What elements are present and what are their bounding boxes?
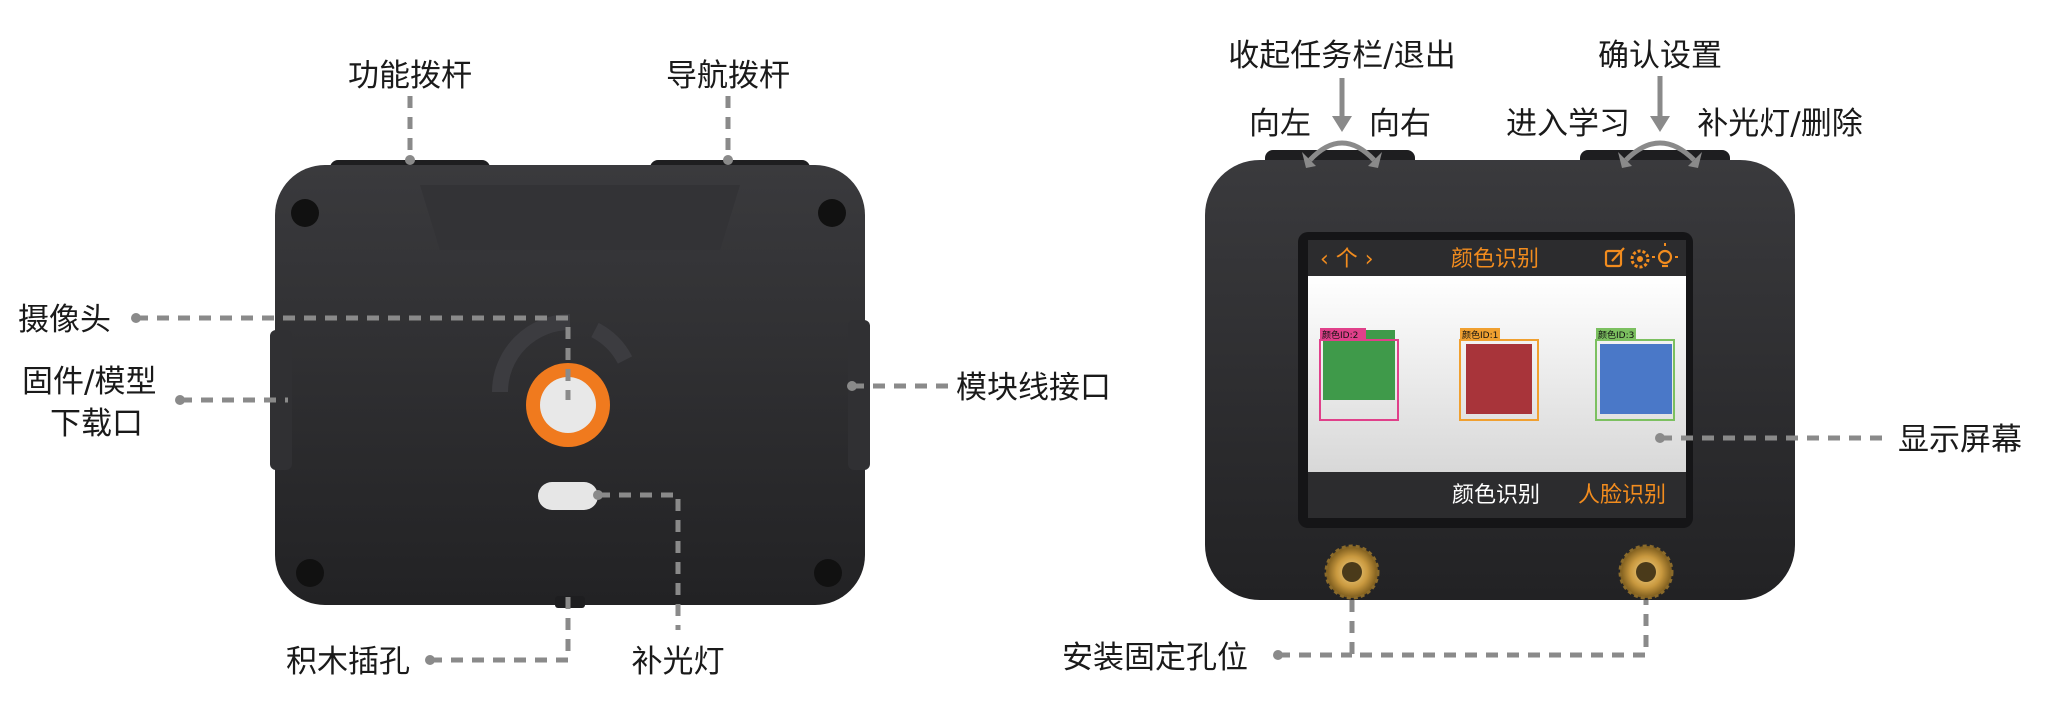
box-tag: 颜色ID:1 (1462, 329, 1498, 341)
light-bulb-icon (1652, 243, 1678, 268)
screw (291, 199, 319, 227)
detection-box: 颜色ID:2 (1319, 328, 1399, 421)
label-fill-light-back: 补光灯 (632, 644, 725, 680)
screen-nav-glyph: ‹ 个 › (1320, 247, 1374, 272)
label-left: 向左 (1249, 106, 1311, 142)
box-tag: 颜色ID:3 (1598, 329, 1634, 341)
screw (818, 199, 846, 227)
label-nav-lever: 导航拨杆 (666, 58, 790, 94)
gear-icon (1630, 249, 1650, 269)
camera-lens (540, 377, 596, 433)
device-back (270, 160, 870, 608)
detection-box: 颜色ID:3 (1595, 328, 1675, 421)
label-confirm-settings: 确认设置 (1598, 38, 1722, 74)
mount-nut (1618, 544, 1674, 600)
label-camera: 摄像头 (18, 302, 111, 338)
label-module-port: 模块线接口 (956, 370, 1111, 406)
label-display: 显示屏幕 (1898, 422, 2022, 458)
screen-title: 颜色识别 (1451, 247, 1539, 272)
screen-top-bar (1308, 240, 1686, 276)
screw (814, 559, 842, 587)
box-tag: 颜色ID:2 (1322, 329, 1358, 341)
label-block-hole: 积木插孔 (286, 644, 410, 680)
screen-bottom-bar (1308, 472, 1686, 518)
edit-icon (1604, 247, 1625, 268)
detection-box: 颜色ID:1 (1459, 328, 1539, 421)
screen-bottom-right: 人脸识别 (1578, 483, 1666, 508)
label-fill-light-delete: 补光灯/删除 (1697, 106, 1862, 142)
labels: 功能拨杆 导航拨杆 摄像头 固件/模型 下载口 模块线接口 积木插孔 补光灯 收… (18, 38, 2022, 680)
label-right: 向右 (1369, 106, 1431, 142)
screen-bottom-left: 颜色识别 (1452, 483, 1540, 508)
fill-light-back (538, 482, 598, 510)
label-firmware-line2: 下载口 (50, 406, 143, 442)
leader-lines-left (131, 96, 956, 665)
leader-lines-right (1273, 76, 1890, 660)
label-collapse-exit: 收起任务栏/退出 (1228, 38, 1455, 74)
device-front: ‹ 个 › 颜色识别 颜色ID:2 颜色ID:1 (1205, 150, 1795, 600)
back-ridge (420, 185, 740, 250)
label-firmware-line1: 固件/模型 (22, 364, 156, 400)
label-mount-holes: 安装固定孔位 (1062, 640, 1248, 676)
screw (296, 559, 324, 587)
label-function-lever: 功能拨杆 (348, 58, 472, 94)
label-enter-learning: 进入学习 (1506, 106, 1630, 142)
mount-nut (1324, 544, 1380, 600)
